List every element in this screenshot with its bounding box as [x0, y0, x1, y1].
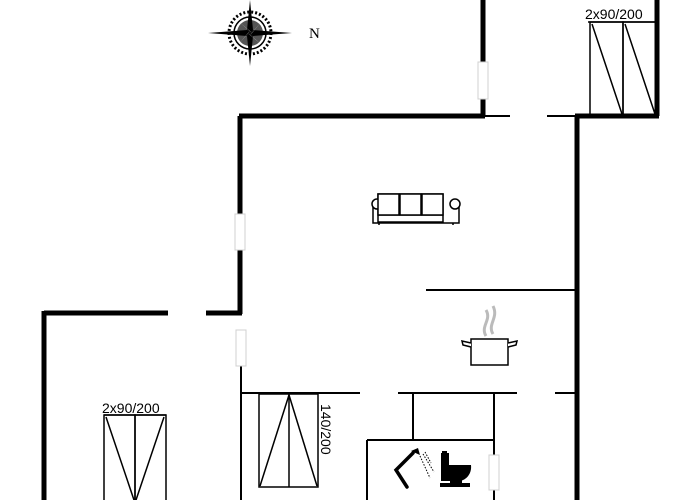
bed-double-bottom-middle-icon	[258, 393, 319, 488]
cooking-pot-icon	[460, 305, 519, 366]
bed-double-top-right-icon	[588, 21, 657, 116]
interior-walls	[240, 115, 577, 500]
toilet-icon	[440, 451, 472, 487]
windows	[234, 61, 500, 491]
sofa-icon	[371, 193, 461, 225]
shower-icon	[393, 448, 435, 489]
exterior-walls	[41, 0, 660, 500]
bed-double-bottom-left-icon	[103, 414, 167, 500]
bed-size-label-bottom-middle: 140/200	[318, 404, 334, 455]
bed-size-label-top-right: 2x90/200	[585, 6, 643, 22]
bed-size-label-bottom-left: 2x90/200	[102, 400, 160, 416]
north-label: N	[309, 26, 320, 42]
compass-rose-icon	[208, 0, 292, 66]
